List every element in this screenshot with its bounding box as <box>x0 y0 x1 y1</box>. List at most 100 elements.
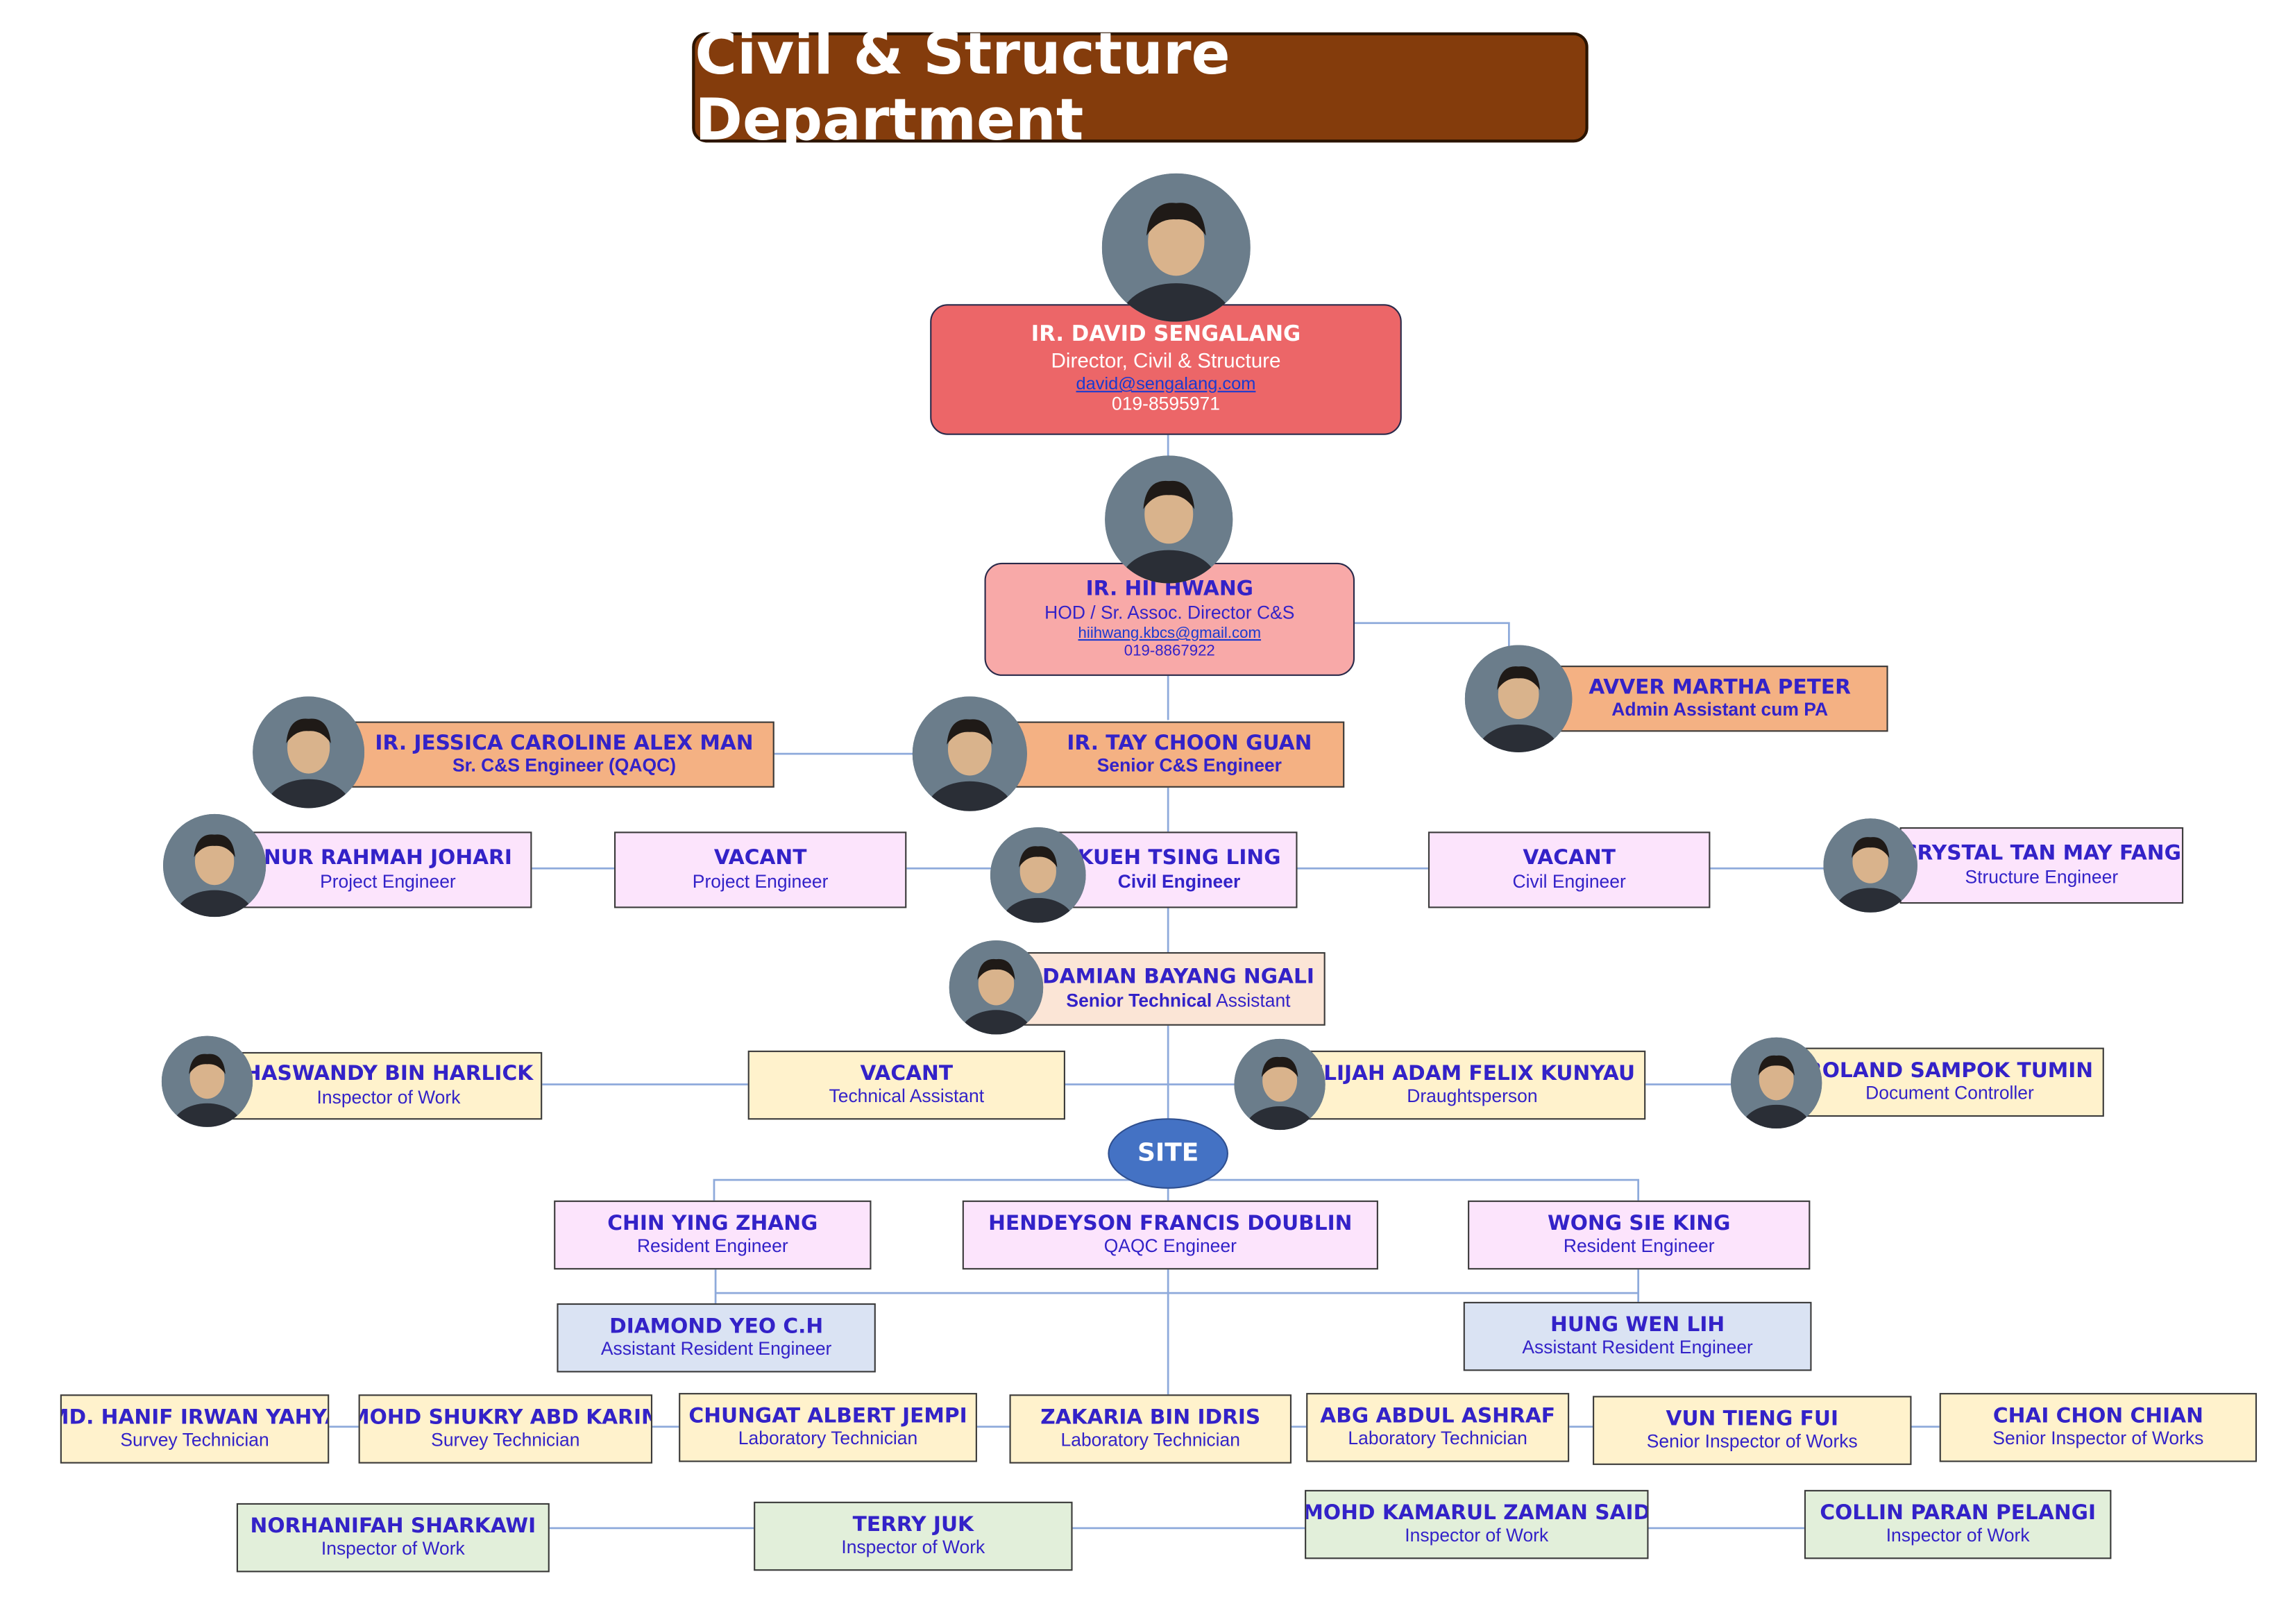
avatar-david-photo <box>1101 173 1251 322</box>
person-name: TERRY JUK <box>852 1512 974 1537</box>
person-role: Senior C&S Engineer <box>1096 756 1282 777</box>
person-name: HASWANDY BIN HARLICK <box>244 1062 534 1086</box>
card-norhanifah: NORHANIFAH SHARKAWI Inspector of Work <box>236 1503 550 1573</box>
card-chin: CHIN YING ZHANG Resident Engineer <box>554 1200 872 1270</box>
person-name: COLLIN PARAN PELANGI <box>1820 1500 2097 1525</box>
card-vacant-project-engineer: VACANT Project Engineer <box>613 831 907 908</box>
person-silhouette-icon <box>161 1035 253 1127</box>
person-name: CHUNGAT ALBERT JEMPI <box>688 1404 967 1428</box>
person-role: Senior Inspector of Works <box>1646 1431 1858 1453</box>
card-crystal: CRYSTAL TAN MAY FANG Structure Engineer <box>1899 827 2184 904</box>
person-silhouette-icon <box>163 813 266 917</box>
card-diamond: DIAMOND YEO C.H Assistant Resident Engin… <box>557 1303 876 1373</box>
person-role-bold: Senior Technical <box>1066 990 1212 1011</box>
avatar-kueh-photo <box>990 827 1086 923</box>
person-name: NUR RAHMAH JOHARI <box>263 846 512 870</box>
person-silhouette-icon <box>1105 455 1233 584</box>
person-role: Resident Engineer <box>1563 1236 1715 1258</box>
person-role: Survey Technician <box>431 1430 580 1451</box>
person-silhouette-icon <box>990 827 1086 923</box>
person-role: QAQC Engineer <box>1103 1236 1237 1258</box>
card-collin: COLLIN PARAN PELANGI Inspector of Work <box>1804 1489 2112 1559</box>
card-nur: NUR RAHMAH JOHARI Project Engineer <box>232 831 532 908</box>
card-hung: HUNG WEN LIH Assistant Resident Engineer <box>1463 1301 1812 1371</box>
person-role: Inspector of Work <box>1405 1525 1549 1547</box>
person-name: AVVER MARTHA PETER <box>1589 675 1852 699</box>
person-silhouette-icon <box>912 696 1027 811</box>
hod-phone: 019-8867922 <box>1124 643 1215 661</box>
card-elijah: ELIJAH ADAM FELIX KUNYAU Draughtsperson <box>1298 1050 1646 1120</box>
person-name: VACANT <box>860 1061 954 1085</box>
person-role: Survey Technician <box>120 1430 269 1451</box>
avatar-roland-photo <box>1731 1037 1822 1129</box>
avatar-damian-photo <box>949 940 1044 1035</box>
person-name: MOHD KAMARUL ZAMAN SAID <box>1305 1500 1649 1525</box>
director-name: IR. DAVID SENGALANG <box>1031 323 1301 347</box>
person-silhouette-icon <box>949 940 1044 1035</box>
person-name: VACANT <box>1523 846 1616 870</box>
person-name: IR. JESSICA CAROLINE ALEX MAN <box>375 731 754 755</box>
person-silhouette-icon <box>1234 1038 1326 1131</box>
person-name: MOHD SHUKRY ABD KARIM <box>358 1405 653 1430</box>
hod-card: IR. HII HWANG HOD / Sr. Assoc. Director … <box>984 562 1355 676</box>
avatar-hii-hwang-photo <box>1105 455 1233 584</box>
card-avver: AVVER MARTHA PETER Admin Assistant cum P… <box>1551 666 1888 732</box>
card-vacant-technical-assistant: VACANT Technical Assistant <box>747 1050 1065 1120</box>
hod-role: HOD / Sr. Assoc. Director C&S <box>1044 602 1295 623</box>
person-role: Laboratory Technician <box>738 1428 918 1450</box>
person-role: Inspector of Work <box>1886 1525 2030 1547</box>
card-chai: CHAI CHON CHIAN Senior Inspector of Work… <box>1939 1393 2258 1462</box>
avatar-nur-photo <box>163 813 266 917</box>
person-name: NORHANIFAH SHARKAWI <box>250 1514 536 1538</box>
card-terry: TERRY JUK Inspector of Work <box>754 1501 1073 1571</box>
hod-email-link[interactable]: hiihwang.kbcs@gmail.com <box>1078 624 1262 642</box>
person-role: Assistant Resident Engineer <box>600 1339 832 1360</box>
card-zakaria: ZAKARIA BIN IDRIS Laboratory Technician <box>1009 1394 1292 1464</box>
card-jessica: IR. JESSICA CAROLINE ALEX MAN Sr. C&S En… <box>312 721 774 788</box>
person-role: Draughtsperson <box>1407 1086 1538 1108</box>
avatar-jessica-photo <box>253 696 365 809</box>
avatar-tay-photo <box>912 696 1027 811</box>
person-role: Resident Engineer <box>636 1236 788 1258</box>
person-name: HENDEYSON FRANCIS DOUBLIN <box>988 1211 1353 1235</box>
person-role: Inspector of Work <box>841 1537 985 1559</box>
person-role: Project Engineer <box>320 871 456 892</box>
person-role: Civil Engineer <box>1512 871 1626 892</box>
card-roland: ROLAND SAMPOK TUMIN Document Controller <box>1795 1047 2104 1117</box>
person-name: VACANT <box>713 846 807 870</box>
person-name: ABG ABDUL ASHRAF <box>1320 1404 1556 1428</box>
person-name: CHIN YING ZHANG <box>607 1211 818 1235</box>
person-role: Admin Assistant cum PA <box>1611 700 1829 721</box>
person-role: Sr. C&S Engineer (QAQC) <box>452 756 677 777</box>
person-role: Civil Engineer <box>1117 871 1241 892</box>
avatar-avver-photo <box>1464 645 1573 753</box>
person-role: Technical Assistant <box>829 1086 985 1108</box>
person-name: CHAI CHON CHIAN <box>1992 1404 2203 1428</box>
card-damian: DAMIAN BAYANG NGALI Senior Technical Ass… <box>1013 951 1326 1026</box>
person-silhouette-icon <box>1823 818 1917 913</box>
person-role: Document Controller <box>1865 1083 2034 1104</box>
director-card: IR. DAVID SENGALANG Director, Civil & St… <box>930 304 1402 435</box>
person-name: ZAKARIA BIN IDRIS <box>1040 1405 1261 1430</box>
card-hanif: MD. HANIF IRWAN YAHYA Survey Technician <box>60 1394 330 1464</box>
person-silhouette-icon <box>253 696 365 809</box>
director-phone: 019-8595971 <box>1111 394 1221 415</box>
person-name: VUN TIENG FUI <box>1666 1407 1838 1431</box>
card-wong: WONG SIE KING Resident Engineer <box>1468 1200 1811 1270</box>
card-kamarul: MOHD KAMARUL ZAMAN SAID Inspector of Wor… <box>1305 1489 1649 1559</box>
director-email-link[interactable]: david@sengalang.com <box>1076 373 1256 394</box>
person-silhouette-icon <box>1731 1037 1822 1129</box>
card-tay: IR. TAY CHOON GUAN Senior C&S Engineer <box>999 721 1345 788</box>
person-role: Structure Engineer <box>1965 866 2119 888</box>
site-node: SITE <box>1108 1118 1228 1189</box>
page-title: Civil & Structure Department <box>692 22 1589 153</box>
director-role: Director, Civil & Structure <box>1051 348 1281 372</box>
person-role: Laboratory Technician <box>1060 1430 1240 1451</box>
person-name: ROLAND SAMPOK TUMIN <box>1806 1058 2094 1083</box>
person-role: Inspector of Work <box>316 1087 461 1108</box>
person-name: CRYSTAL TAN MAY FANG <box>1902 842 2181 866</box>
card-shukry: MOHD SHUKRY ABD KARIM Survey Technician <box>358 1394 653 1464</box>
person-name: HUNG WEN LIH <box>1550 1312 1725 1337</box>
person-name: WONG SIE KING <box>1548 1211 1731 1235</box>
